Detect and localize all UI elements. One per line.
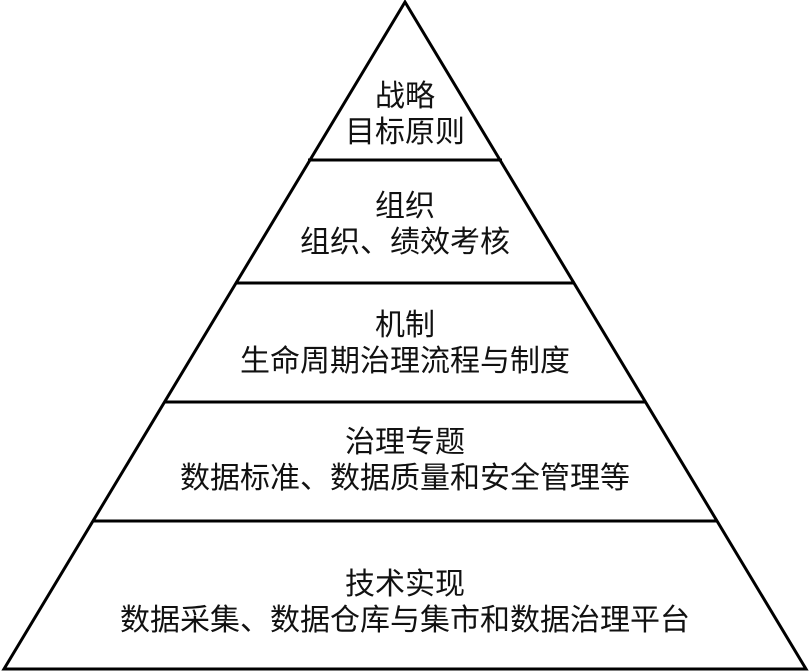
layer-organization: 组织 组织、绩效考核 <box>0 189 810 261</box>
layer-organization-detail: 组织、绩效考核 <box>300 225 510 260</box>
layer-governance-topics: 治理专题 数据标准、数据质量和安全管理等 <box>0 425 810 497</box>
layer-governance-topics-title: 治理专题 <box>345 425 465 460</box>
layer-technical-implementation-title: 技术实现 <box>345 567 465 602</box>
layer-technical-implementation: 技术实现 数据采集、数据仓库与集市和数据治理平台 <box>0 567 810 639</box>
layer-organization-title: 组织 <box>375 189 435 224</box>
layer-strategy: 战略 目标原则 <box>0 79 810 151</box>
layer-mechanism-detail: 生命周期治理流程与制度 <box>240 344 570 379</box>
layer-governance-topics-detail: 数据标准、数据质量和安全管理等 <box>180 461 630 496</box>
layer-mechanism: 机制 生命周期治理流程与制度 <box>0 308 810 380</box>
layer-mechanism-title: 机制 <box>375 308 435 343</box>
layer-strategy-detail: 目标原则 <box>345 115 465 150</box>
layer-strategy-title: 战略 <box>375 79 435 114</box>
layer-technical-implementation-detail: 数据采集、数据仓库与集市和数据治理平台 <box>120 603 690 638</box>
